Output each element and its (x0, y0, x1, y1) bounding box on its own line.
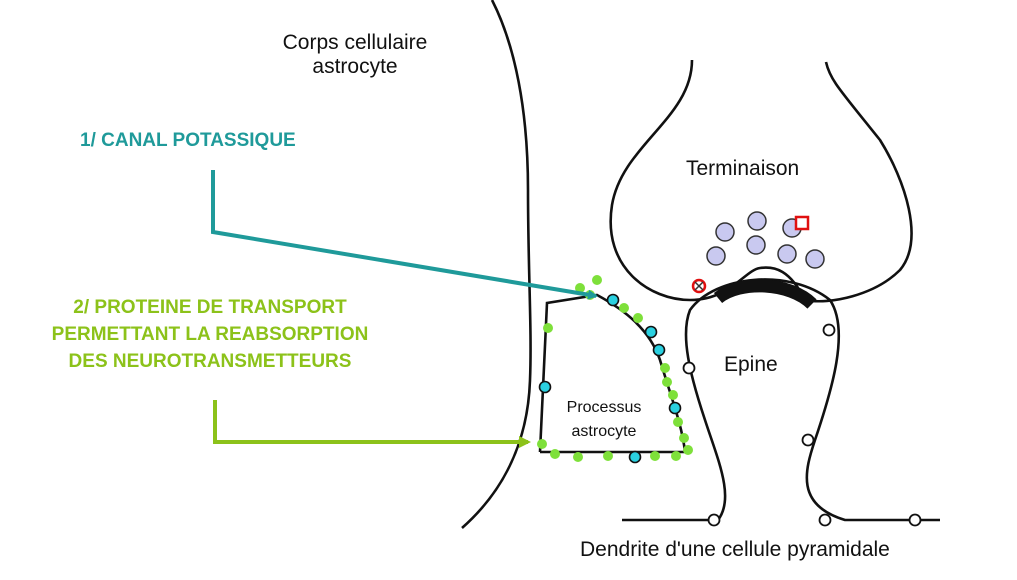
proteine-line2: PERMETTANT LA REABSORPTION (51, 324, 369, 345)
receptor-circles (682, 323, 922, 527)
vesicle (746, 235, 766, 255)
transport-protein-dots (537, 275, 693, 462)
vesicle (747, 211, 767, 231)
postsynaptic-density (713, 279, 817, 309)
canal-arrow (211, 170, 598, 300)
epine-label: Epine (724, 353, 778, 376)
vesicles (706, 211, 825, 269)
terminaison-outline (609, 59, 913, 303)
terminaison-label: Terminaison (686, 157, 800, 180)
red-square-marker (794, 215, 810, 231)
processus-astrocyte-label: Processus astrocyte (552, 396, 656, 444)
vesicle (715, 222, 735, 242)
proteine-line3: DES NEUROTRANSMETTEURS (68, 351, 352, 372)
corps-cellulaire-line1: Corps cellulaire (282, 31, 428, 54)
red-x-marker (691, 278, 707, 294)
proteine-arrow (213, 400, 531, 448)
vesicle (777, 244, 797, 264)
processus-line1: Processus (566, 399, 642, 416)
proteine-transport-annotation: 2/ PROTEINE DE TRANSPORT PERMETTANT LA R… (10, 294, 410, 375)
proteine-line1: 2/ PROTEINE DE TRANSPORT (73, 297, 347, 318)
astrocyte-body-outline (461, 0, 532, 529)
canal-potassique-annotation: 1/ CANAL POTASSIQUE (80, 130, 296, 151)
corps-cellulaire-line2: astrocyte (312, 55, 398, 78)
potassium-channel-circles (538, 293, 682, 464)
processus-line2: astrocyte (571, 423, 637, 440)
vesicle (706, 246, 726, 266)
epine-outline (622, 278, 940, 522)
vesicle (805, 249, 825, 269)
corps-cellulaire-label: Corps cellulaire astrocyte (262, 31, 448, 79)
dendrite-label: Dendrite d'une cellule pyramidale (580, 538, 890, 561)
